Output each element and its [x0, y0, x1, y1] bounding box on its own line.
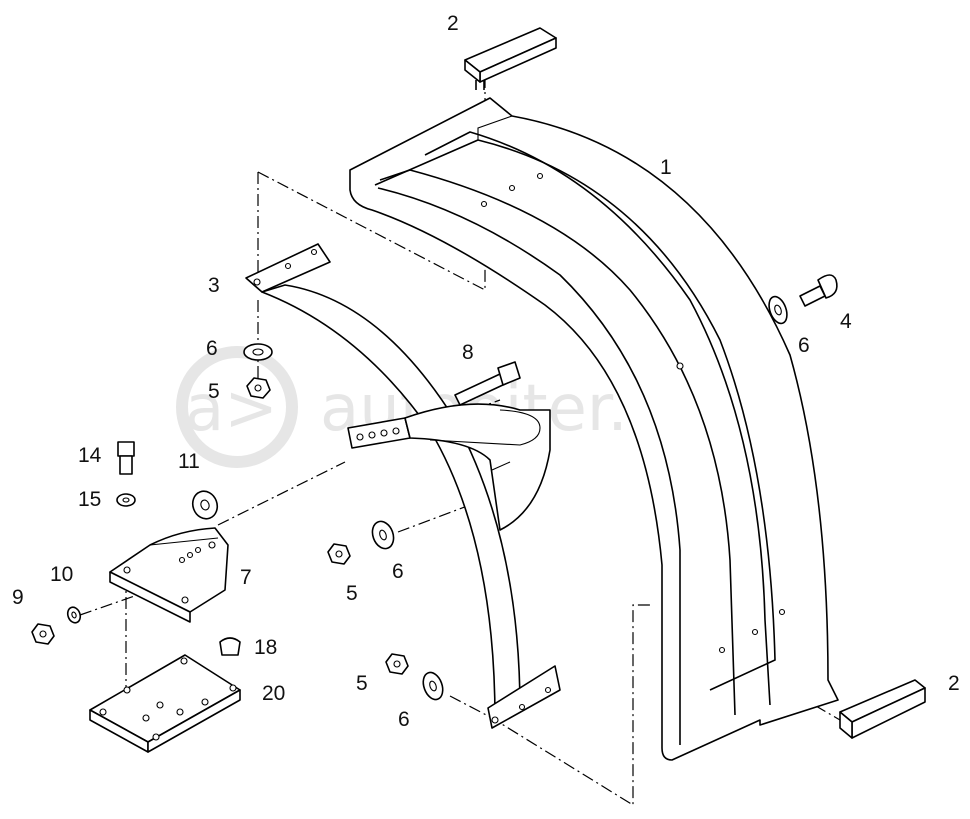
bracket-assembly — [347, 403, 551, 531]
callout-6-mid: 6 — [392, 560, 404, 583]
callout-4: 4 — [840, 310, 852, 333]
fender-part-1 — [349, 97, 839, 761]
stay-part-3 — [245, 243, 561, 729]
callout-2-top: 2 — [447, 12, 459, 35]
nut-part-5-bottom — [385, 653, 409, 675]
callout-6-right: 6 — [798, 334, 810, 357]
bolt-part-14 — [117, 441, 135, 475]
callout-6-bottom: 6 — [398, 708, 410, 731]
callout-5-mid: 5 — [346, 582, 358, 605]
washer-part-6-mid — [371, 520, 395, 550]
callout-5-left: 5 — [208, 380, 220, 403]
washer-part-6-bottom — [422, 671, 444, 701]
plug-part-18 — [219, 637, 241, 656]
washer-part-6-right — [768, 295, 788, 325]
callout-11: 11 — [178, 450, 200, 473]
plate-part-20 — [89, 654, 241, 753]
callout-18: 18 — [254, 636, 277, 659]
callout-3: 3 — [208, 274, 220, 297]
washer-part-10 — [66, 606, 82, 624]
callout-6-left: 6 — [206, 337, 218, 360]
pad-part-2-top — [464, 27, 557, 90]
callout-5-bottom: 5 — [356, 672, 368, 695]
callout-7: 7 — [240, 566, 252, 589]
callout-9: 9 — [12, 586, 24, 609]
callout-15: 15 — [78, 488, 101, 511]
nut-part-5-mid — [327, 543, 351, 565]
callout-14: 14 — [78, 444, 102, 467]
callouts: 2 1 3 4 6 6 8 5 14 11 15 10 7 9 6 5 18 2… — [12, 12, 960, 731]
lock-washer-part-15 — [116, 493, 136, 507]
nut-part-5-left — [246, 377, 271, 399]
callout-20: 20 — [262, 682, 285, 705]
washer-part-6-left — [243, 343, 273, 361]
callout-2-bottom: 2 — [948, 672, 960, 695]
bracket-part-7 — [109, 527, 229, 623]
bolt-part-4 — [799, 274, 838, 307]
pad-part-2-bottom — [839, 679, 926, 739]
washer-part-11 — [191, 490, 219, 520]
callout-10: 10 — [50, 563, 73, 586]
callout-1: 1 — [660, 156, 672, 179]
nut-part-9 — [31, 623, 55, 645]
bolt-part-8 — [454, 361, 521, 406]
callout-8: 8 — [462, 341, 474, 364]
